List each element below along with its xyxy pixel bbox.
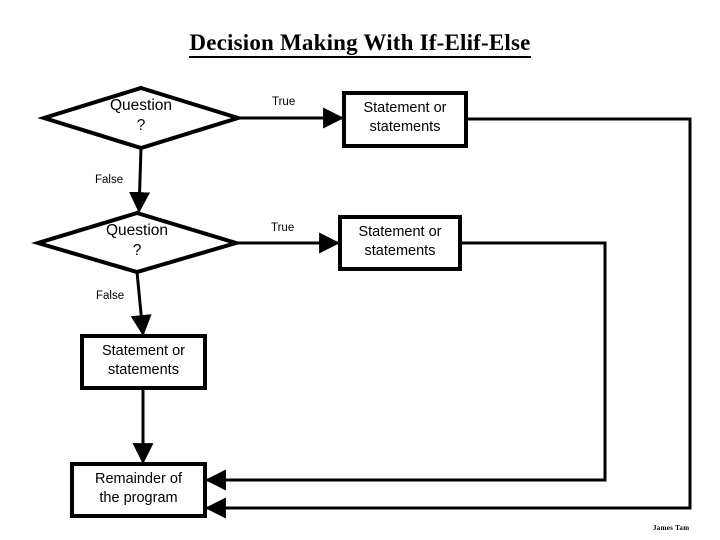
process-shape-statement-2 (338, 215, 462, 271)
edge-statement2-remainder (204, 241, 607, 491)
page-title-text: Decision Making With If-Elif-Else (189, 30, 531, 58)
edge-label-false-1: False (95, 174, 124, 186)
page-title: Decision Making With If-Elif-Else (0, 30, 720, 58)
edge-question1-false (129, 147, 151, 214)
edge-question2-false (130, 271, 152, 337)
edge-label-false-2: False (96, 290, 125, 302)
edge-label-true-2: True (271, 222, 295, 234)
process-shape-statement-1 (342, 91, 468, 148)
edge-label-true-1: True (272, 96, 296, 108)
decision-shape-question-1 (37, 85, 245, 151)
process-shape-statement-3 (80, 334, 207, 390)
author-credit: James Tam (653, 524, 690, 532)
edge-statement1-remainder (204, 117, 692, 519)
decision-shape-question-2 (30, 210, 244, 275)
process-shape-remainder (70, 462, 207, 518)
